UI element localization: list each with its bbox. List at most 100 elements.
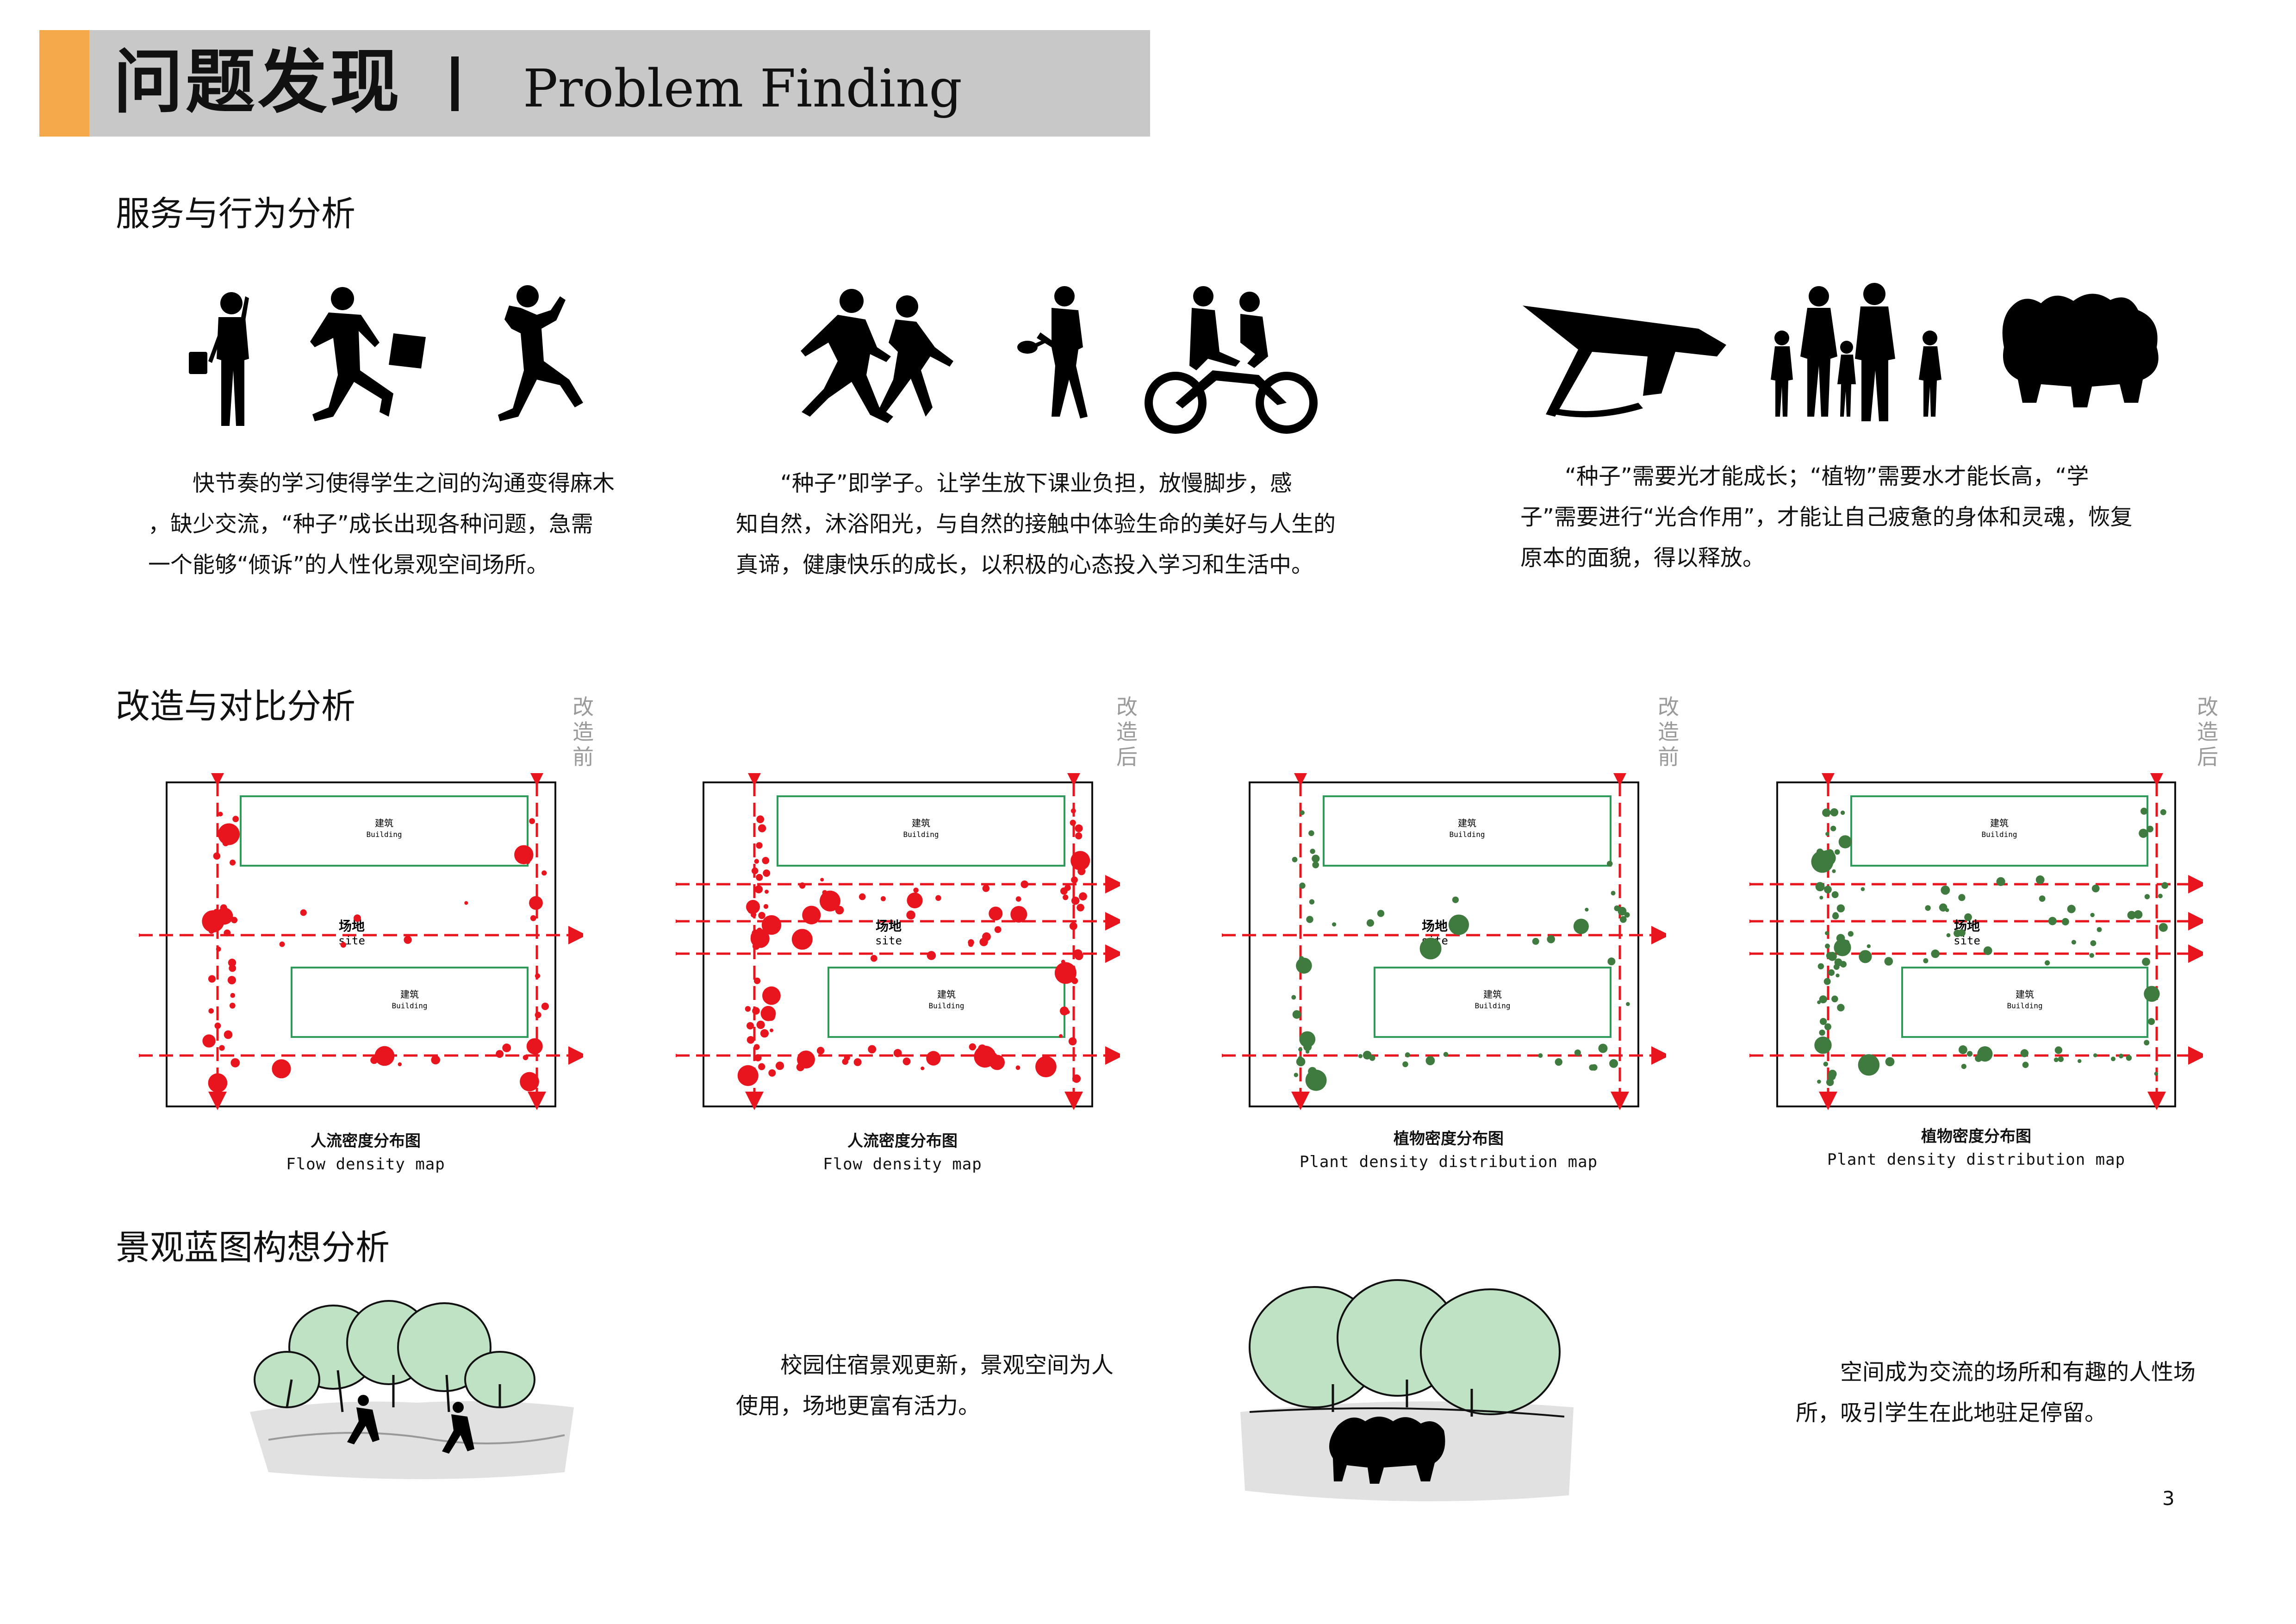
- density-dot: [1015, 896, 1021, 902]
- density-dot: [1585, 907, 1589, 912]
- density-dot: [1068, 1037, 1077, 1046]
- density-dot: [2127, 911, 2136, 919]
- density-dot: [979, 937, 988, 946]
- density-dot: [2053, 1057, 2059, 1062]
- density-dot: [753, 977, 761, 984]
- density-dot: [2039, 895, 2046, 902]
- density-dot: [796, 1063, 805, 1071]
- tennis-player-icon: [1017, 286, 1088, 418]
- density-dot: [535, 973, 541, 979]
- density-dot: [1826, 952, 1834, 960]
- density-dot: [1961, 1064, 1966, 1069]
- building-label-en: Building: [1475, 1001, 1510, 1010]
- density-dot: [758, 1063, 765, 1070]
- density-dot: [761, 915, 782, 935]
- stage-label-before: 改 造 前: [1658, 694, 1679, 769]
- density-dot: [502, 1043, 511, 1052]
- density-dot: [1300, 810, 1305, 815]
- density-dot: [1292, 1010, 1301, 1019]
- density-dot: [760, 1029, 769, 1038]
- building-label-en: Building: [392, 1001, 427, 1010]
- density-dot: [1358, 1054, 1363, 1058]
- density-dot: [1312, 855, 1320, 863]
- density-dot: [496, 1050, 504, 1058]
- density-dot: [541, 1002, 549, 1010]
- density-dot: [2144, 894, 2150, 899]
- density-dot: [2158, 893, 2163, 899]
- density-dot: [202, 1034, 216, 1048]
- density-dot: [1377, 910, 1385, 917]
- density-dot: [2058, 1056, 2064, 1062]
- site-label-en: site: [875, 934, 902, 947]
- density-dot: [1443, 1052, 1449, 1057]
- density-dot: [1828, 1072, 1836, 1081]
- density-dot: [1294, 1073, 1298, 1077]
- density-dot: [374, 1046, 395, 1066]
- header-accent-bar: [39, 30, 89, 137]
- building-label-en: Building: [1981, 830, 2017, 839]
- density-dot: [1923, 958, 1929, 963]
- building-label-cn: 建筑: [1458, 818, 1476, 829]
- density-dot: [969, 1043, 976, 1050]
- landscape-sketch-gathering: [1240, 1279, 1574, 1501]
- density-dot: [902, 1057, 911, 1066]
- density-dot: [1299, 882, 1306, 889]
- density-dot: [1015, 1065, 1020, 1070]
- density-dot: [1831, 995, 1838, 1003]
- density-dot: [1946, 933, 1951, 937]
- density-dot: [530, 915, 536, 921]
- stage-label-after: 改 造 后: [2197, 694, 2218, 769]
- density-dot: [1964, 913, 1972, 921]
- density-dot: [747, 1036, 755, 1044]
- building-label-cn: 建筑: [1990, 818, 2009, 829]
- density-dot: [370, 1056, 378, 1064]
- density-dot: [1607, 957, 1616, 966]
- density-dot: [765, 889, 769, 894]
- density-dot: [529, 818, 535, 824]
- density-dot: [1945, 908, 1949, 912]
- density-dot: [1824, 886, 1832, 893]
- page-number: 3: [2162, 1487, 2175, 1510]
- density-dot: [775, 1062, 784, 1070]
- site-label-cn: 场地: [876, 918, 902, 934]
- density-dot: [1958, 929, 1966, 937]
- running-businessman-icon: [310, 287, 426, 421]
- density-dot: [219, 1045, 225, 1051]
- density-dot: [1547, 935, 1555, 943]
- density-dot: [989, 906, 1003, 921]
- map-caption: 植物密度分布图 Plant density distribution map: [1250, 1127, 1648, 1174]
- density-dot: [230, 1058, 240, 1068]
- building-label-en: Building: [903, 830, 939, 839]
- density-dot: [398, 1062, 402, 1067]
- map-caption: 人流密度分布图 Flow density map: [194, 1130, 537, 1176]
- density-dot: [1452, 896, 1459, 903]
- density-dot: [770, 1028, 773, 1032]
- map-caption: 人流密度分布图 Flow density map: [731, 1130, 1074, 1176]
- paragraph-line: 原本的面貌，得以释放。: [1520, 545, 1765, 571]
- density-dot: [853, 1058, 862, 1066]
- map-caption-cn: 人流密度分布图: [311, 1132, 421, 1150]
- density-dot: [1574, 1049, 1581, 1056]
- density-dot: [1884, 957, 1893, 966]
- sketch-people-icon: [347, 1395, 474, 1454]
- density-dot: [927, 951, 936, 960]
- paragraph-line: 所，吸引学生在此地驻足停留。: [1796, 1400, 2107, 1426]
- density-dot: [1819, 1030, 1825, 1036]
- density-dot: [1059, 1034, 1063, 1038]
- density-dot: [756, 1020, 765, 1029]
- density-dot: [1070, 808, 1076, 813]
- density-dot: [2035, 875, 2045, 884]
- density-dot: [1819, 995, 1827, 1004]
- density-dot: [216, 946, 221, 952]
- density-dot: [228, 958, 236, 967]
- building-label-cn: 建筑: [1483, 989, 1502, 1000]
- density-dot: [913, 887, 919, 893]
- density-dot: [214, 1022, 221, 1029]
- density-dot: [1867, 944, 1871, 949]
- density-dot: [2071, 940, 2076, 945]
- density-dot: [279, 941, 285, 947]
- density-dot: [1996, 877, 2005, 886]
- density-dot: [799, 882, 806, 889]
- density-dot: [272, 1059, 291, 1079]
- density-dot: [1828, 969, 1835, 976]
